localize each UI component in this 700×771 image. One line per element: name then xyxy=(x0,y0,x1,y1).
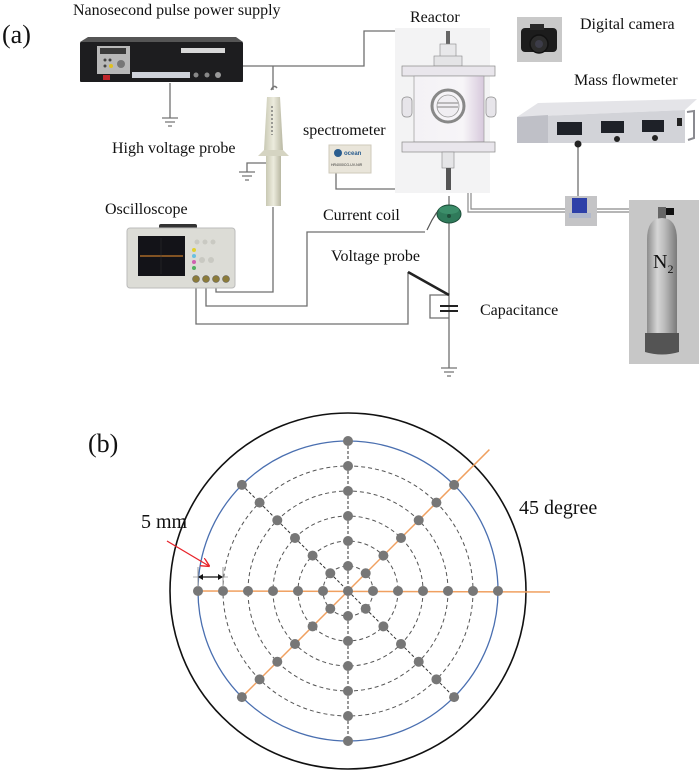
sampling-point xyxy=(431,497,442,508)
sampling-point xyxy=(378,550,389,561)
mass-flowmeter xyxy=(517,99,697,148)
digital-camera xyxy=(517,17,562,62)
n2-cylinder xyxy=(629,200,699,364)
dimension-arrowhead xyxy=(198,574,203,580)
label-spectrometer: spectrometer xyxy=(303,122,386,139)
sampling-point xyxy=(493,586,503,596)
label-spacing: 5 mm xyxy=(141,511,188,533)
sampling-point xyxy=(236,692,247,703)
wire-vprobe-loop xyxy=(429,294,449,319)
sampling-point xyxy=(343,661,353,671)
sampling-point xyxy=(343,536,353,546)
spectrometer-brand-text: ocean xyxy=(344,151,362,157)
sampling-point xyxy=(318,586,328,596)
label-capacitance: Capacitance xyxy=(480,302,559,319)
pulse-power-supply xyxy=(80,37,243,82)
sampling-point xyxy=(343,611,353,621)
sampling-point xyxy=(396,639,406,649)
high-voltage-probe xyxy=(258,85,289,206)
sampling-point xyxy=(343,486,353,496)
gas-line xyxy=(467,152,655,213)
sampling-point xyxy=(193,586,203,596)
sampling-point xyxy=(343,736,353,746)
sampling-grid-diagram xyxy=(166,412,551,770)
sampling-point xyxy=(325,568,336,579)
sampling-point xyxy=(343,511,353,521)
sampling-point xyxy=(443,586,453,596)
capacitor-icon xyxy=(440,305,458,312)
sampling-point xyxy=(393,586,403,596)
reactor xyxy=(395,28,497,193)
outer-boundary-circle xyxy=(169,412,527,770)
sampling-point xyxy=(343,686,353,696)
wires xyxy=(169,30,579,368)
label-hv-probe: High voltage probe xyxy=(112,140,236,157)
label-reactor: Reactor xyxy=(410,9,460,26)
sampling-point xyxy=(272,515,283,526)
ground-icon xyxy=(239,171,255,181)
sampling-point xyxy=(431,674,442,685)
gas-label: N2 xyxy=(653,251,673,276)
sampling-point xyxy=(343,436,353,446)
sampling-point xyxy=(418,586,428,596)
sampling-point xyxy=(254,497,265,508)
spectrometer: ocean HR4000CG-UV-NIR xyxy=(328,144,372,174)
sampling-point xyxy=(343,561,353,571)
sampling-point xyxy=(449,479,460,490)
sampling-point xyxy=(325,603,336,614)
mass-flow-controller xyxy=(565,196,597,226)
sampling-point xyxy=(360,568,371,579)
wire-coil-scope xyxy=(205,231,425,307)
current-coil xyxy=(426,204,462,231)
panel-b-tag: (b) xyxy=(88,429,119,458)
ground-icon xyxy=(162,117,178,127)
wire-hv-probe-scope xyxy=(215,207,274,293)
spectrometer-model-text: HR4000CG-UV-NIR xyxy=(331,163,363,167)
label-pulse-supply: Nanosecond pulse power supply xyxy=(73,2,281,19)
sampling-point xyxy=(343,461,353,471)
sampling-point xyxy=(413,515,424,526)
label-camera: Digital camera xyxy=(580,16,675,33)
voltage-probe xyxy=(407,270,450,297)
sampling-point xyxy=(272,656,283,667)
wire-hv-probe-ground xyxy=(246,162,266,172)
sampling-point xyxy=(468,586,478,596)
ground-icon xyxy=(441,367,457,377)
dimension-arrowhead xyxy=(218,574,223,580)
label-voltage-probe: Voltage probe xyxy=(331,248,421,265)
sampling-point xyxy=(236,479,247,490)
sampling-point xyxy=(343,586,353,596)
sampling-point xyxy=(307,621,318,632)
pointer-arrow xyxy=(166,540,209,566)
sampling-point xyxy=(378,621,389,632)
sampling-point xyxy=(290,533,300,543)
sampling-point xyxy=(290,639,300,649)
sampling-point xyxy=(396,533,406,543)
sampling-point xyxy=(449,692,460,703)
label-oscilloscope: Oscilloscope xyxy=(105,201,188,218)
label-flowmeter: Mass flowmeter xyxy=(574,72,678,89)
sampling-point xyxy=(368,586,378,596)
sampling-point xyxy=(343,711,353,721)
sampling-point xyxy=(254,674,265,685)
oscilloscope xyxy=(126,224,236,289)
sampling-point xyxy=(343,636,353,646)
panel-a-tag: (a) xyxy=(2,20,31,49)
sampling-point xyxy=(268,586,278,596)
sampling-point xyxy=(243,586,253,596)
sampling-point xyxy=(413,656,424,667)
label-current-coil: Current coil xyxy=(323,207,400,224)
sampling-point xyxy=(360,603,371,614)
sampling-point xyxy=(293,586,303,596)
label-angle: 45 degree xyxy=(519,497,598,519)
sampling-point xyxy=(307,550,318,561)
wire-vprobe-scope xyxy=(195,272,409,325)
sampling-point xyxy=(218,586,228,596)
